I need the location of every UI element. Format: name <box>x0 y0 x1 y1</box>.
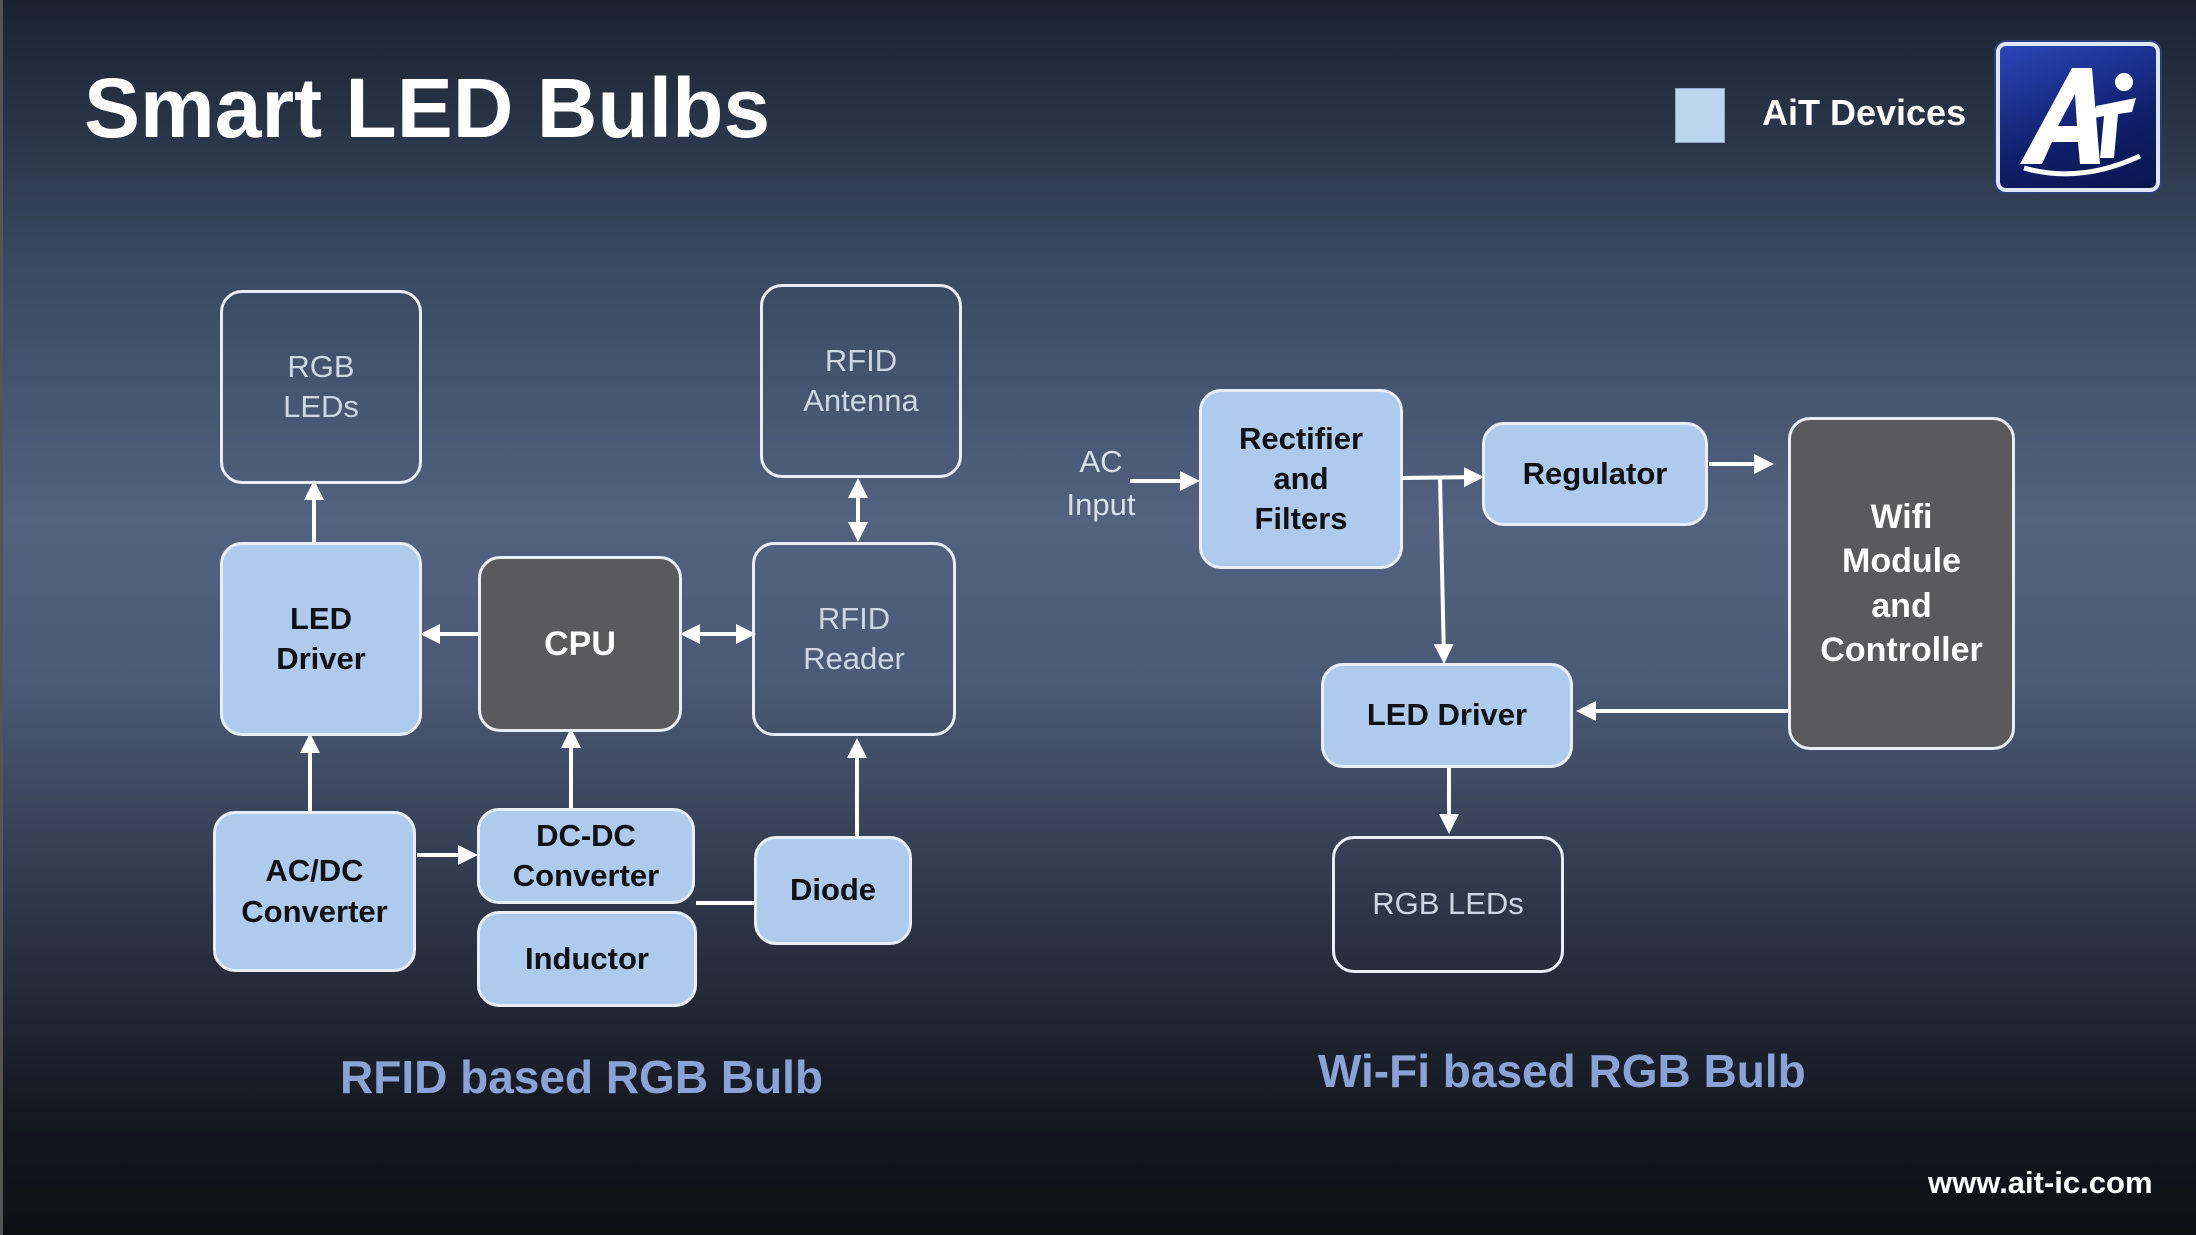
ait-logo <box>1996 42 2160 192</box>
regulator-box: Regulator <box>1482 422 1708 526</box>
line-rectifier-down <box>1433 477 1454 664</box>
footer-url: www.ait-ic.com <box>1928 1165 2153 1200</box>
wifi-diagram-caption: Wi-Fi based RGB Bulb <box>1318 1045 1806 1097</box>
rfid-reader-box: RFID Reader <box>752 542 956 736</box>
rfid-rgb-leds-box: RGB LEDs <box>220 290 422 484</box>
brand-name: AiT Devices <box>1762 92 1967 133</box>
ac-input-label: AC Input <box>1066 444 1136 523</box>
wifi-led-driver-box: LED Driver <box>1321 663 1573 768</box>
left-edge-strip <box>0 0 3 1235</box>
acdc-converter-box: AC/DC Converter <box>213 811 416 972</box>
inductor-box: Inductor <box>477 911 697 1007</box>
cpu-box: CPU <box>478 556 682 732</box>
dcdc-converter-box: DC-DC Converter <box>477 808 695 904</box>
diode-box: Diode <box>754 836 912 945</box>
slide-title: Smart LED Bulbs <box>84 61 771 155</box>
wifi-module-box: Wifi Module and Controller <box>1788 417 2015 750</box>
rfid-diagram-caption: RFID based RGB Bulb <box>340 1051 824 1103</box>
wifi-rgb-leds-box: RGB LEDs <box>1332 836 1564 973</box>
rfid-led-driver-box: LED Driver <box>220 542 422 736</box>
rectifier-filters-box: Rectifier and Filters <box>1199 389 1403 569</box>
ait-logo-icon <box>2020 68 2142 177</box>
arrow-rectifier-to-regulator <box>1401 467 1484 488</box>
rfid-antenna-box: RFID Antenna <box>760 284 962 478</box>
brand-square-icon <box>1675 88 1725 143</box>
